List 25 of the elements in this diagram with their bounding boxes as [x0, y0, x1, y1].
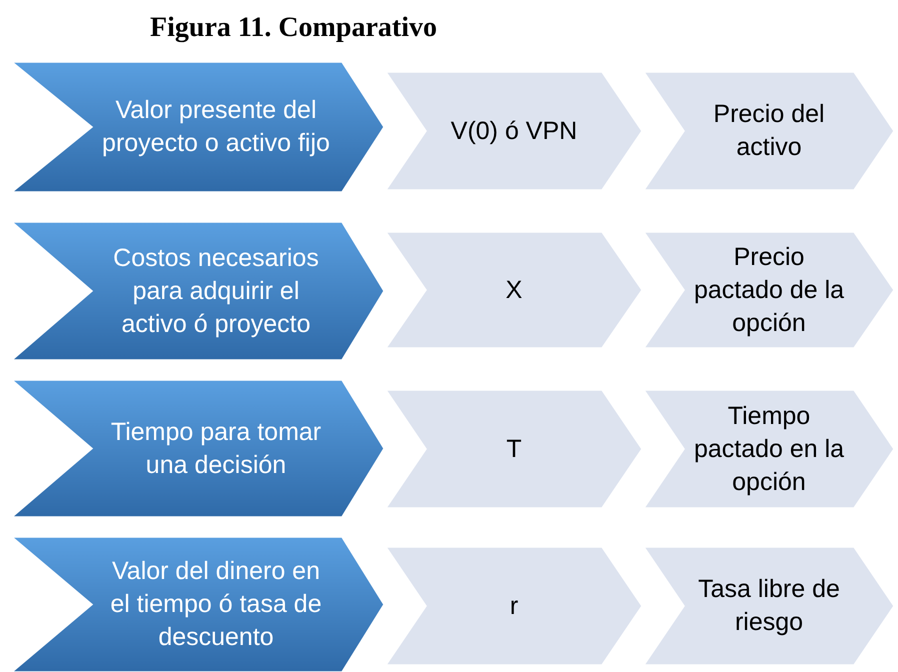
chevron-shape: [644, 72, 894, 190]
chevron-shape: [386, 390, 642, 508]
step-label: Tiempo pactado en la opción: [692, 400, 846, 498]
chevron-shape: [386, 547, 642, 665]
step-label: Tasa libre de riesgo: [697, 574, 841, 638]
chevron-shape: [12, 537, 384, 672]
figure-title: Figura 11. Comparativo: [150, 12, 437, 44]
step-label: T: [506, 434, 522, 464]
chevron-shape: [644, 547, 894, 665]
step-label: X: [506, 274, 522, 306]
step-label: Costos necesarios para adquirir el activo ó proyecto: [112, 242, 320, 340]
chevron-shape: [12, 62, 384, 192]
chevron-shape: [386, 72, 642, 190]
step-label: Precio del activo: [712, 99, 826, 163]
step-label: Valor presente del proyecto o activo fijo: [101, 95, 331, 159]
step-label: Precio pactado de la opción: [692, 242, 846, 338]
step-label: V(0) ó VPN: [450, 116, 578, 146]
chevron-shape: [12, 222, 384, 360]
chevron-shape: [644, 232, 894, 348]
step-label: Valor del dinero en el tiempo ó tasa de descuento: [109, 556, 323, 653]
chevron-shape: [644, 390, 894, 508]
step-label: Tiempo para tomar una decisión: [110, 416, 322, 480]
chevron-shape: [12, 380, 384, 517]
chevron-shape: [386, 232, 642, 348]
step-label: r: [510, 590, 518, 622]
